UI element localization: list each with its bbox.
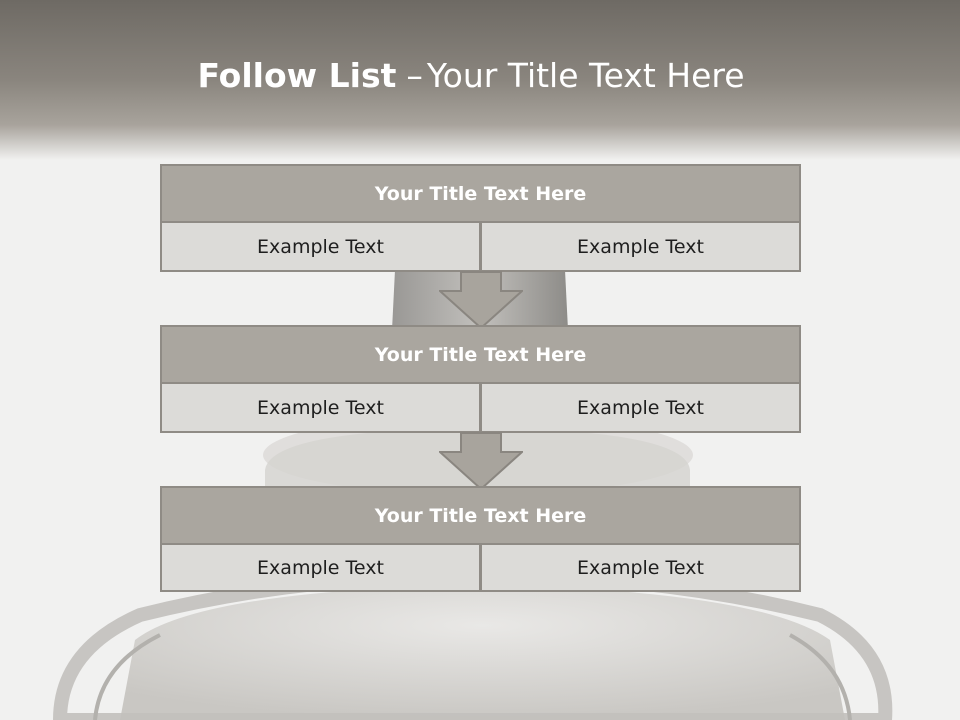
block-left-text: Example Text (160, 221, 481, 272)
title-separator: – (406, 56, 423, 95)
block-right-text: Example Text (480, 221, 801, 272)
down-arrow-icon (439, 432, 523, 490)
title-rest-part: Your Title Text Here (426, 56, 745, 95)
block-left-text: Example Text (160, 382, 481, 433)
block-title: Your Title Text Here (160, 486, 801, 545)
slide-title: Follow List–Your Title Text Here (0, 55, 942, 97)
block-title: Your Title Text Here (160, 164, 801, 223)
list-block-2: Your Title Text Here Example Text Exampl… (160, 325, 801, 433)
list-block-3: Your Title Text Here Example Text Exampl… (160, 486, 801, 592)
list-block-1: Your Title Text Here Example Text Exampl… (160, 164, 801, 272)
block-right-text: Example Text (480, 543, 801, 592)
down-arrow-icon (439, 271, 523, 329)
block-title: Your Title Text Here (160, 325, 801, 384)
block-right-text: Example Text (480, 382, 801, 433)
title-bold-part: Follow List (197, 56, 397, 95)
title-band (0, 0, 960, 160)
block-left-text: Example Text (160, 543, 481, 592)
